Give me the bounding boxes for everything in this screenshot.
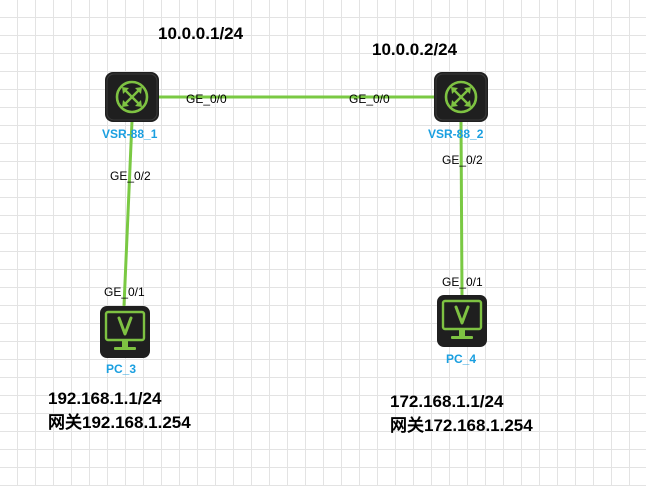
link-r1-pc3[interactable] (122, 120, 134, 307)
router-icon (103, 70, 161, 124)
pc4-gateway-annotation: 网关172.168.1.254 (390, 415, 533, 435)
pc-4[interactable]: PC_4 (435, 293, 489, 366)
router-vsr-88-2[interactable]: VSR-88_2 (428, 70, 490, 141)
pc3-ip-annotation: 192.168.1.1/24 (48, 389, 162, 408)
device-label-vsr-88-2: VSR-88_2 (428, 127, 484, 141)
pc3-gateway-annotation: 网关192.168.1.254 (48, 412, 191, 432)
link-r2-pc4[interactable] (459, 120, 464, 297)
pc-monitor-icon (435, 293, 489, 349)
port-label-r2-ge02: GE_0/2 (442, 153, 483, 167)
router2-ip-annotation: 10.0.0.2/24 (372, 40, 458, 59)
port-label-r1-ge02: GE_0/2 (110, 169, 151, 183)
router-icon (432, 70, 490, 124)
port-label-pc4-ge01: GE_0/1 (442, 275, 483, 289)
pc-3[interactable]: PC_3 (98, 304, 152, 376)
router-vsr-88-1[interactable]: VSR-88_1 (102, 70, 161, 141)
device-label-pc4: PC_4 (446, 352, 476, 366)
pc4-ip-annotation: 172.168.1.1/24 (390, 392, 504, 411)
port-label-r1-ge00: GE_0/0 (186, 92, 227, 106)
device-label-vsr-88-1: VSR-88_1 (102, 127, 158, 141)
device-label-pc3: PC_3 (106, 362, 136, 376)
pc-monitor-icon (98, 304, 152, 360)
router1-ip-annotation: 10.0.0.1/24 (158, 24, 244, 43)
port-label-r2-ge00: GE_0/0 (349, 92, 390, 106)
port-label-pc3-ge01: GE_0/1 (104, 285, 145, 299)
